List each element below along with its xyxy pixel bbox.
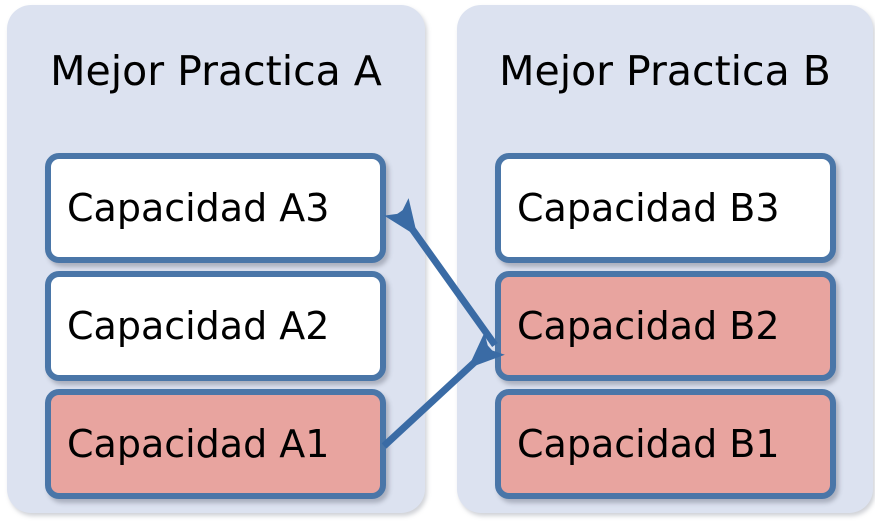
panel-b-title: Mejor Practica B [499,47,831,95]
capability-label-a3: Capacidad A3 [67,186,330,230]
capability-label-b1: Capacidad B1 [517,422,780,466]
capability-box-a1[interactable]: Capacidad A1 [45,389,386,499]
panel-a-title: Mejor Practica A [50,47,382,95]
capability-box-b3[interactable]: Capacidad B3 [495,153,836,263]
capability-box-a2[interactable]: Capacidad A2 [45,271,386,381]
capability-label-b2: Capacidad B2 [517,304,780,348]
capability-label-b3: Capacidad B3 [517,186,780,230]
capability-box-b1[interactable]: Capacidad B1 [495,389,836,499]
capability-box-b2[interactable]: Capacidad B2 [495,271,836,381]
capability-box-a3[interactable]: Capacidad A3 [45,153,386,263]
capability-label-a1: Capacidad A1 [67,422,330,466]
capability-label-a2: Capacidad A2 [67,304,330,348]
